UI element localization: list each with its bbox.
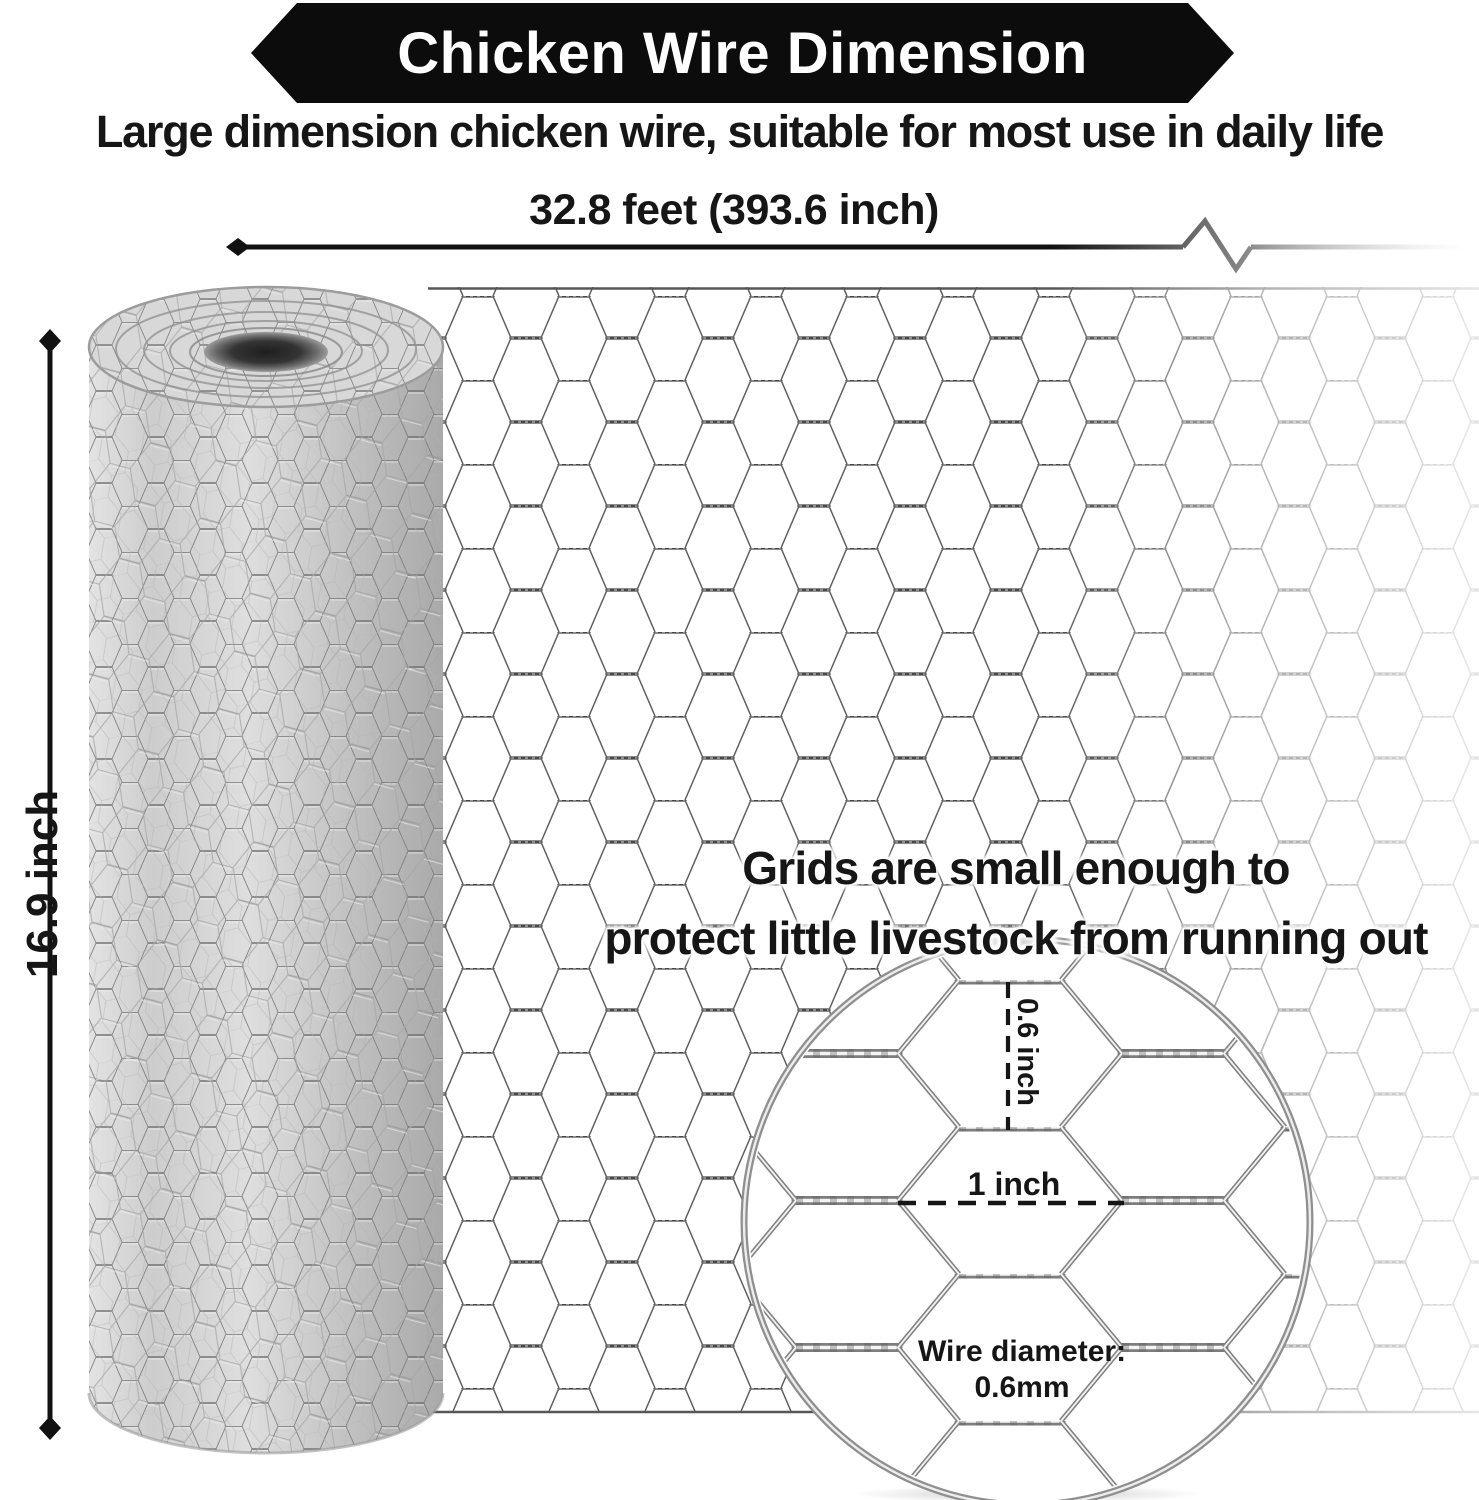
mesh-note-text: Grids are small enough to protect little… xyxy=(546,834,1479,974)
title-banner-shape xyxy=(251,3,1234,103)
mesh-note-line2: protect little livestock from running ou… xyxy=(604,911,1428,964)
mesh-note-line1: Grids are small enough to xyxy=(742,842,1290,894)
width-dimension-label: 32.8 feet (393.6 inch) xyxy=(529,186,939,234)
height-dimension-line xyxy=(39,329,61,1440)
dimension-arrow-bottom-icon xyxy=(39,1416,61,1440)
page-title: Chicken Wire Dimension xyxy=(397,20,1088,86)
mesh-detail-inset xyxy=(740,935,1314,1500)
wire-diameter-value: 0.6mm xyxy=(974,1371,1070,1404)
cell-width-label: 1 inch xyxy=(967,1166,1061,1202)
ring-splice-twist xyxy=(989,936,1035,948)
chicken-wire-roll xyxy=(87,285,445,1455)
subtitle-text: Large dimension chicken wire, suitable f… xyxy=(95,106,1385,157)
height-dimension-label: 16.9 inch xyxy=(18,789,67,979)
cell-height-label: 0.6 inch xyxy=(1011,998,1043,1106)
roll-center-hole xyxy=(204,332,328,372)
wire-diameter-label: Wire diameter: xyxy=(917,1335,1127,1368)
wire-diameter-label-block: Wire diameter: 0.6mm xyxy=(852,1334,1192,1406)
